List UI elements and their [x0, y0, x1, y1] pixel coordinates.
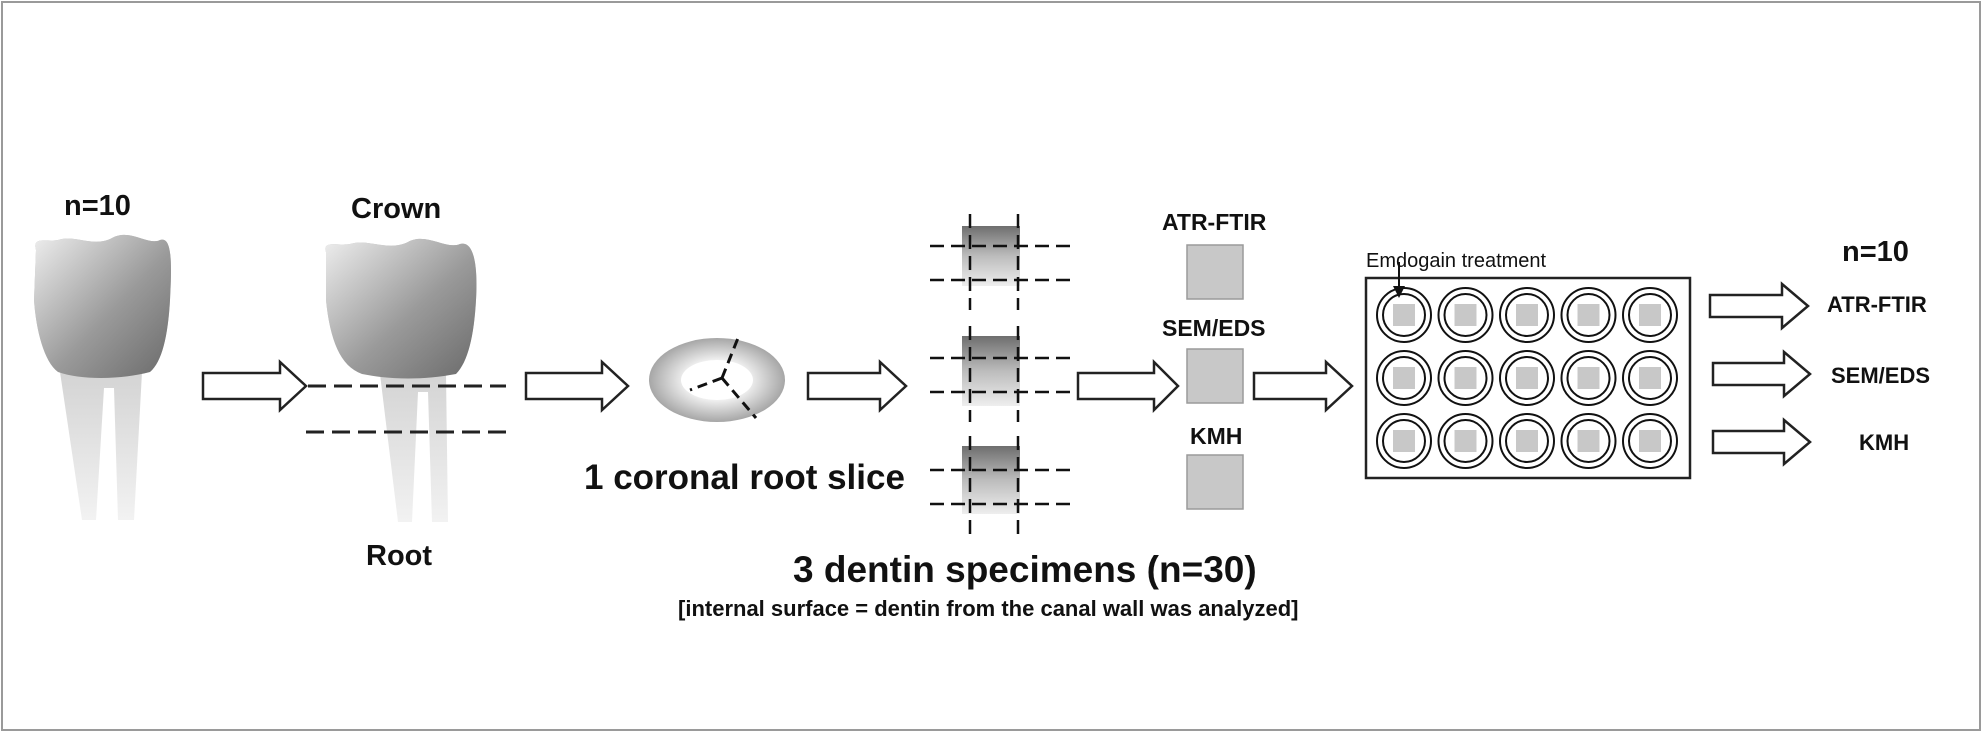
arrow-4-icon	[1076, 358, 1180, 414]
output-label-kmh: KMH	[1859, 430, 1910, 455]
plate-well	[1376, 350, 1432, 406]
analysis-label-sem-eds: SEM/EDS	[1162, 315, 1266, 341]
analysis-label-atr-ftir: ATR-FTIR	[1162, 209, 1267, 235]
output-label-atr-ftir: ATR-FTIR	[1827, 292, 1927, 317]
plate-well	[1560, 413, 1617, 469]
dentin-specimens	[930, 214, 1070, 534]
plate-well	[1437, 350, 1494, 406]
plate-well	[1560, 350, 1617, 406]
plate-well	[1622, 350, 1678, 406]
plate-well	[1499, 413, 1555, 469]
treatment-label: Emdogain treatment	[1366, 250, 1547, 272]
arrow-2-icon	[524, 359, 630, 413]
slice-label: 1 coronal root slice	[584, 458, 905, 497]
arrow-3-icon	[806, 359, 908, 413]
arrow-1-icon	[201, 359, 308, 413]
output-arrow-1-icon	[1708, 281, 1810, 331]
dentin-specimen-3	[930, 436, 1070, 534]
tooth-count-label: n=10	[64, 190, 131, 222]
specimens-note: [internal surface = dentin from the cana…	[678, 596, 1299, 621]
dentin-specimen-2	[930, 326, 1070, 422]
plate-well	[1560, 287, 1617, 343]
plate-well	[1437, 413, 1494, 469]
sectioned-tooth-icon	[306, 238, 506, 522]
specimens-label: 3 dentin specimens (n=30)	[793, 549, 1257, 590]
plate-well	[1376, 287, 1432, 343]
output-label-sem-eds: SEM/EDS	[1831, 363, 1931, 388]
root-label: Root	[366, 540, 433, 572]
output-arrow-2-icon	[1711, 349, 1812, 399]
root-slice-icon	[649, 337, 785, 422]
output-arrow-3-icon	[1711, 417, 1812, 467]
whole-tooth-icon	[34, 234, 171, 520]
plate-well	[1499, 287, 1555, 343]
sem-eds-sample	[1186, 348, 1244, 404]
crown-label: Crown	[351, 193, 442, 225]
plate-well	[1499, 350, 1555, 406]
plate-well	[1437, 287, 1494, 343]
treatment-count-label: n=10	[1842, 236, 1909, 268]
kmh-sample	[1186, 454, 1244, 510]
plate-wells	[1376, 287, 1678, 469]
atr-ftir-sample	[1186, 244, 1244, 300]
dentin-specimen-1	[930, 214, 1070, 310]
plate-well	[1376, 413, 1432, 469]
analysis-label-kmh: KMH	[1190, 423, 1243, 449]
plate-well	[1622, 413, 1678, 469]
treatment-pointer-arrow-icon	[1393, 262, 1405, 298]
plate-well	[1622, 287, 1678, 343]
arrow-5-icon	[1252, 359, 1354, 413]
